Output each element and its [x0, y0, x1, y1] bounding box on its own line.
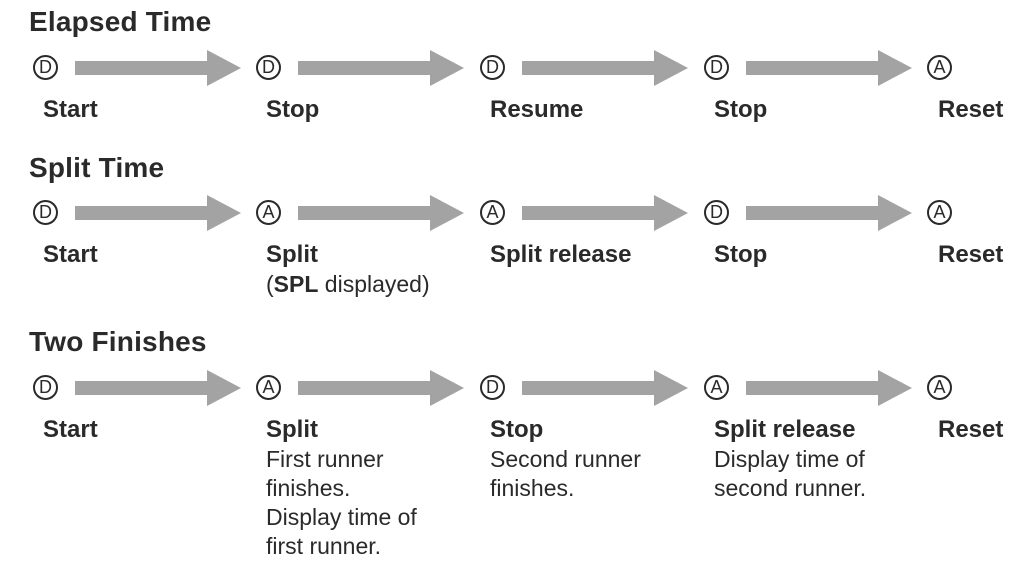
- button-d-icon: D: [704, 55, 729, 80]
- step-label: Stop: [490, 416, 544, 443]
- step-label: Start: [43, 241, 98, 268]
- button-a-icon: A: [704, 375, 729, 400]
- button-a-icon: A: [480, 200, 505, 225]
- step-note: Display time of second runner.: [714, 446, 867, 501]
- step-label: Resume: [490, 96, 584, 123]
- flow-arrow-icon: [746, 370, 912, 406]
- step-label: Stop: [714, 96, 768, 123]
- button-d-icon: D: [704, 200, 729, 225]
- step-label: Start: [43, 96, 98, 123]
- step-label: Start: [43, 416, 98, 443]
- button-a-icon: A: [927, 200, 952, 225]
- step-label: Split: [266, 241, 318, 268]
- button-d-icon: D: [33, 375, 58, 400]
- button-a-icon: A: [927, 375, 952, 400]
- step-label: Split release: [490, 241, 632, 268]
- step-label: Split: [266, 416, 318, 443]
- section-title: Two Finishes: [29, 326, 207, 357]
- button-d-icon: D: [33, 55, 58, 80]
- flow-arrow-icon: [75, 370, 241, 406]
- flow-arrow-icon: [746, 195, 912, 231]
- button-d-icon: D: [256, 55, 281, 80]
- section-title: Split Time: [29, 152, 165, 183]
- step-label: Split release: [714, 416, 856, 443]
- button-a-icon: A: [927, 55, 952, 80]
- step-note: (SPL displayed): [266, 271, 430, 297]
- flow-arrow-icon: [298, 195, 464, 231]
- button-d-icon: D: [480, 375, 505, 400]
- flow-arrow-icon: [75, 50, 241, 86]
- button-a-icon: A: [256, 200, 281, 225]
- step-label: Stop: [714, 241, 768, 268]
- step-note: First runner finishes. Display time of f…: [266, 446, 417, 559]
- button-d-icon: D: [480, 55, 505, 80]
- button-a-icon: A: [256, 375, 281, 400]
- step-label: Reset: [938, 96, 1004, 123]
- button-d-icon: D: [33, 200, 58, 225]
- flow-arrow-icon: [522, 370, 688, 406]
- section-title: Elapsed Time: [29, 6, 212, 37]
- flow-arrow-icon: [298, 50, 464, 86]
- flow-arrow-icon: [298, 370, 464, 406]
- step-note: Second runner finishes.: [490, 446, 641, 501]
- flow-arrow-icon: [746, 50, 912, 86]
- step-label: Reset: [938, 416, 1004, 443]
- step-label: Reset: [938, 241, 1004, 268]
- step-label: Stop: [266, 96, 320, 123]
- flow-arrow-icon: [522, 195, 688, 231]
- flow-arrow-icon: [75, 195, 241, 231]
- flow-arrow-icon: [522, 50, 688, 86]
